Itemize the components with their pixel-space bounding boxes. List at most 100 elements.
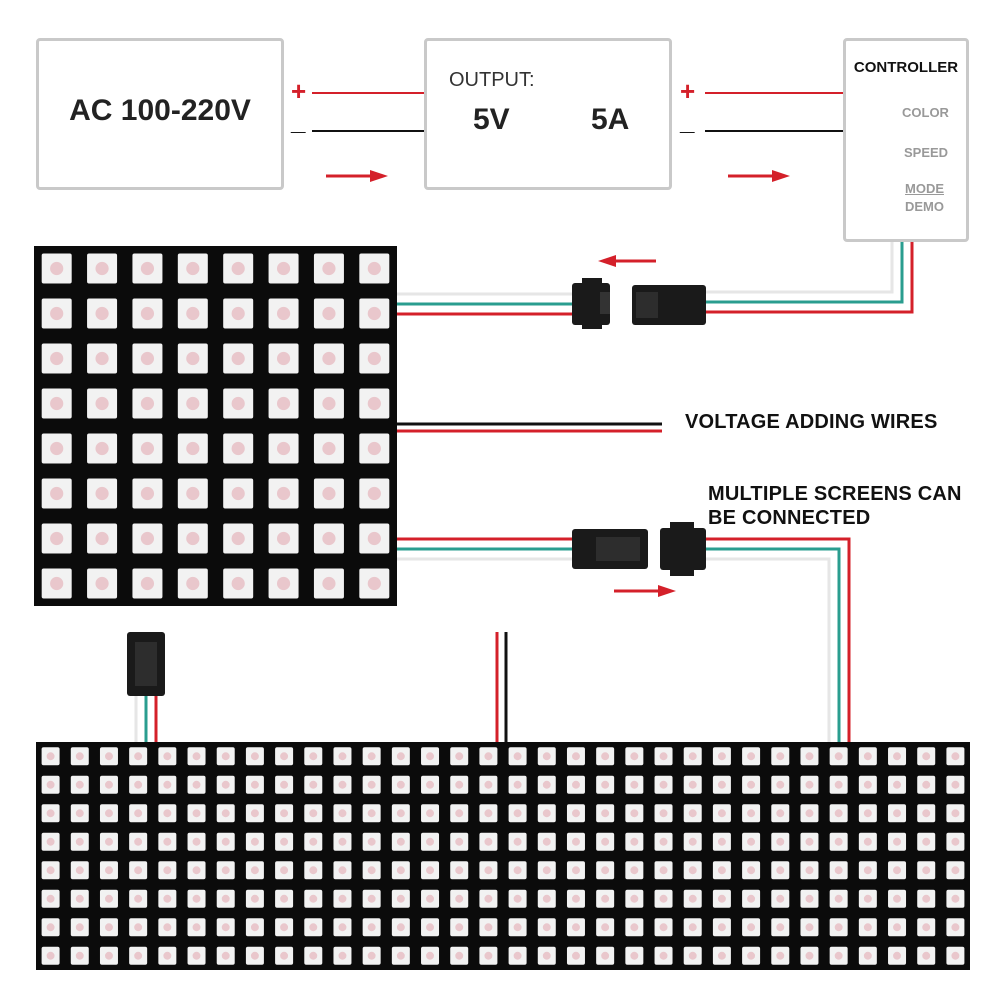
led-chip: [601, 894, 610, 903]
led-chip: [630, 894, 639, 903]
led-chip: [396, 951, 405, 960]
controller-box: CONTROLLER COLOR SPEED MODE DEMO: [843, 38, 969, 242]
mode-button-label[interactable]: MODE: [905, 181, 944, 196]
led-chip: [338, 923, 347, 932]
led-chip: [688, 866, 697, 875]
led-chip: [893, 780, 901, 789]
large-led-matrix: [36, 742, 970, 970]
male-connector-icon: [127, 632, 165, 696]
led-chip: [221, 752, 230, 761]
led-chip: [75, 752, 84, 761]
led-chip: [572, 752, 580, 761]
led-chip: [186, 351, 200, 366]
led-chip: [747, 866, 756, 875]
arrow-left-icon: [598, 255, 656, 267]
led-chip: [140, 261, 155, 276]
ac-input-box: AC 100-220V: [36, 38, 284, 190]
led-chip: [717, 894, 726, 903]
led-chip: [163, 923, 172, 932]
led-chip: [280, 837, 289, 846]
led-chip: [186, 486, 200, 501]
led-chip: [367, 441, 381, 456]
led-chip: [630, 837, 639, 846]
led-chip: [322, 441, 336, 456]
led-chip: [186, 576, 200, 591]
led-chip: [221, 894, 230, 903]
led-chip: [192, 866, 201, 875]
led-chip: [922, 951, 931, 960]
led-chip: [659, 752, 668, 761]
positive-sign: +: [680, 76, 696, 106]
led-chip: [776, 951, 785, 960]
led-chip: [396, 809, 405, 818]
led-chip: [688, 809, 697, 818]
led-chip: [572, 837, 580, 846]
output-voltage: 5V: [473, 103, 510, 136]
led-chip: [75, 780, 84, 789]
led-chip: [75, 809, 84, 818]
led-chip: [426, 752, 434, 761]
male-connector-icon: [632, 285, 706, 325]
output-current: 5A: [591, 103, 630, 136]
led-chip: [46, 894, 55, 903]
led-chip: [322, 351, 336, 366]
led-chip: [601, 837, 610, 846]
led-chip: [163, 780, 172, 789]
led-chip: [322, 306, 336, 321]
led-chip: [250, 894, 259, 903]
led-chip: [542, 780, 551, 789]
led-chip: [922, 866, 931, 875]
led-chip: [367, 923, 376, 932]
led-chip: [484, 923, 493, 932]
led-chip: [659, 837, 668, 846]
led-chip: [893, 866, 901, 875]
led-chip: [186, 531, 200, 546]
led-chip: [134, 780, 143, 789]
led-chip: [659, 780, 668, 789]
led-chip: [163, 809, 172, 818]
led-chip: [250, 923, 259, 932]
led-chip: [250, 809, 259, 818]
led-chip: [322, 531, 336, 546]
led-chip: [834, 866, 843, 875]
color-button-label[interactable]: COLOR: [902, 105, 949, 120]
led-chip: [805, 752, 814, 761]
led-chip: [95, 351, 109, 366]
led-chip: [688, 837, 697, 846]
led-chip: [309, 837, 318, 846]
led-chip: [221, 951, 230, 960]
led-chip: [231, 396, 245, 411]
led-chip: [542, 951, 551, 960]
led-chip: [192, 752, 201, 761]
led-chip: [250, 752, 259, 761]
led-chip: [426, 780, 434, 789]
led-chip: [688, 894, 697, 903]
led-chip: [163, 951, 172, 960]
arrow-right-icon: [728, 170, 790, 182]
led-chip: [922, 894, 931, 903]
led-chip: [863, 866, 872, 875]
led-chip: [601, 780, 610, 789]
led-chip: [805, 809, 814, 818]
speed-button-label[interactable]: SPEED: [904, 145, 949, 160]
led-chip: [951, 951, 960, 960]
led-chip: [250, 951, 259, 960]
led-chip: [513, 894, 522, 903]
led-chip: [659, 951, 668, 960]
large-panel-power-wires: [495, 632, 508, 742]
led-chip: [309, 894, 318, 903]
led-chip: [276, 531, 291, 546]
led-chip: [276, 486, 291, 501]
led-chip: [601, 866, 610, 875]
led-chip: [572, 866, 580, 875]
led-chip: [140, 306, 155, 321]
led-chip: [163, 894, 172, 903]
demo-button-label[interactable]: DEMO: [905, 199, 944, 214]
negative-sign: _: [291, 106, 306, 136]
led-chip: [863, 923, 872, 932]
led-chip: [309, 780, 318, 789]
led-chip: [513, 809, 522, 818]
led-chip: [221, 866, 230, 875]
led-chip: [276, 261, 291, 276]
